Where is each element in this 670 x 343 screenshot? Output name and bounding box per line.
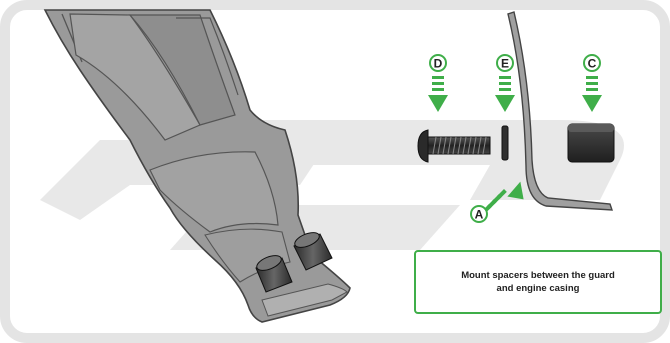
instruction-callout: Mount spacers between the guard and engi… bbox=[414, 250, 662, 314]
svg-text:A: A bbox=[475, 208, 484, 222]
down-arrow-icon bbox=[495, 76, 515, 112]
down-arrow-icon bbox=[582, 76, 602, 112]
svg-text:E: E bbox=[501, 57, 509, 71]
svg-text:C: C bbox=[588, 57, 597, 71]
label-a: A bbox=[470, 205, 488, 223]
bolt-d bbox=[417, 129, 491, 163]
label-e: E bbox=[496, 54, 514, 72]
mounting-bracket bbox=[507, 11, 613, 211]
down-arrow-icon bbox=[428, 76, 448, 112]
mounted-spacer-rear bbox=[293, 232, 333, 271]
label-c: C bbox=[583, 54, 601, 72]
spacer-block-c bbox=[567, 123, 615, 163]
label-d: D bbox=[429, 54, 447, 72]
washer-e bbox=[501, 125, 509, 161]
mounted-spacer-front bbox=[255, 255, 293, 293]
diagonal-arrow-icon bbox=[481, 181, 524, 214]
instruction-text: Mount spacers between the guard and engi… bbox=[461, 270, 615, 294]
svg-text:D: D bbox=[434, 57, 443, 71]
skid-plate-guard bbox=[43, 9, 351, 323]
